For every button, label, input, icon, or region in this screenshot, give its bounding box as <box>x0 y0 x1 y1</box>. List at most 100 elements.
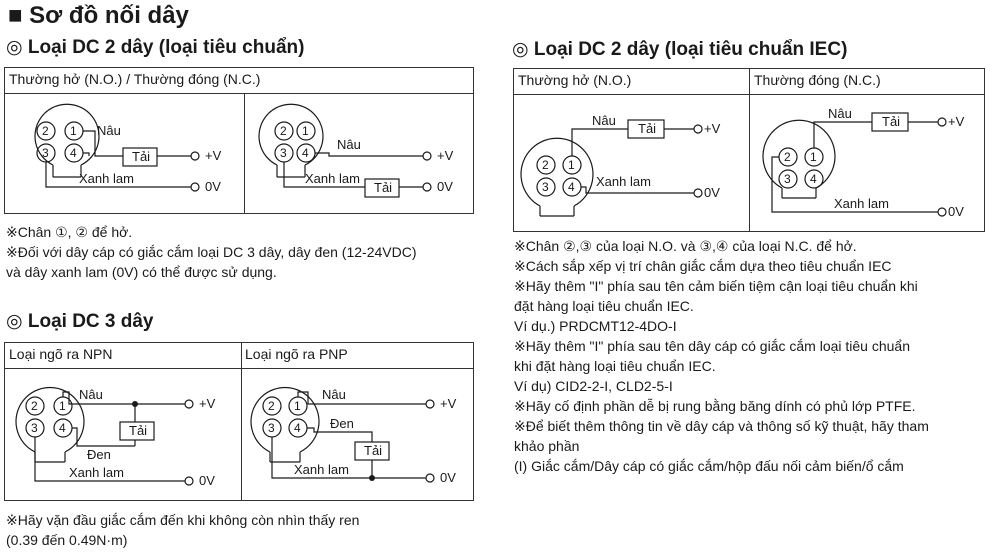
terminal <box>190 182 200 192</box>
pin-label: 1 <box>70 124 77 138</box>
table-header <box>5 68 473 94</box>
terminal <box>937 117 947 127</box>
terminal <box>422 182 432 192</box>
wire-label-brown: Nâu <box>592 113 616 128</box>
pin-label: 4 <box>59 421 66 435</box>
terminal-label-0v: 0V <box>948 204 964 219</box>
pin-circle <box>25 396 45 416</box>
wire-brown <box>297 391 426 405</box>
diagram-dc2-iec: Thường hở (N.O.) Thường đóng (N.C.) 2 1 … <box>513 68 985 232</box>
wire-brown <box>83 130 123 157</box>
pin-label: 2 <box>542 158 549 172</box>
pin-circle <box>274 121 294 141</box>
note-line: (I) Giắc cắm/Dây cáp có giắc cắm/hộp đấu… <box>514 458 904 474</box>
note-line: ※Hãy cố định phần dễ bị rung bằng băng d… <box>514 398 916 414</box>
load-label: Tải <box>882 114 900 129</box>
wire-label-brown: Nâu <box>828 106 852 121</box>
wire-blue <box>283 162 365 188</box>
terminal-label-0v: 0V <box>437 179 453 194</box>
header-no: Thường hở (N.O.) <box>518 72 632 88</box>
note-line: Ví dụ.) PRDCMT12-4DO-I <box>514 318 677 334</box>
load-label: Tải <box>132 149 150 164</box>
wire-label-blue: Xanh lam <box>69 465 124 480</box>
page-title: ■ Sơ đồ nối dây <box>8 2 189 29</box>
terminal-label-0v: 0V <box>440 470 456 485</box>
note-line: ※Chân ①, ② để hở. <box>6 224 133 240</box>
diagram-dc3: Loại ngõ ra NPN Loại ngõ ra PNP 2 1 3 4 … <box>4 342 474 501</box>
terminal <box>422 151 432 161</box>
pin-label: 2 <box>280 124 287 138</box>
divider <box>749 69 750 231</box>
connector-outline <box>520 137 594 207</box>
note-line: khi đặt hàng loại tiêu chuẩn IEC. <box>514 358 716 374</box>
terminal <box>693 188 703 198</box>
connector-outline <box>258 103 324 166</box>
terminal-label-vplus: +V <box>948 114 965 129</box>
connector-outline <box>34 103 100 166</box>
pin-label: 1 <box>294 399 301 413</box>
wiring-iec-nc: 2 1 3 4 Nâu Tải +V Xanh lam 0V <box>762 106 965 219</box>
diagram-dc2-standard: Thường hở (N.O.) / Thường đóng (N.C.) 2 … <box>4 67 474 214</box>
pin-circle <box>296 121 316 141</box>
note-line: Ví dụ) CID2-2-I, CLD2-5-I <box>514 378 673 394</box>
note-line: khảo phần <box>514 438 580 454</box>
pin-label: 4 <box>294 421 301 435</box>
pin-label: 3 <box>268 421 275 435</box>
wire-label-brown: Nâu <box>322 387 346 402</box>
terminal <box>425 473 435 483</box>
pin-label: 2 <box>31 399 38 413</box>
pin-circle <box>778 169 798 189</box>
pin-label: 4 <box>70 146 77 160</box>
connector-outline <box>15 386 85 453</box>
pin-label: 2 <box>268 399 275 413</box>
wire-blue <box>581 186 694 194</box>
load-label: Tải <box>364 443 382 458</box>
wiring-iec-no: 2 1 3 4 Nâu Tải +V Xanh lam 0V <box>520 113 721 217</box>
note-line: và dây xanh lam (0V) có thể được sử dụng… <box>6 264 277 280</box>
note-line: ※Hãy vặn đầu giắc cắm đến khi không còn … <box>6 512 360 528</box>
wiring-dc2-no: 2 1 3 4 Nâu Tải +V Xanh lam 0V <box>34 103 222 194</box>
load-box <box>364 178 400 198</box>
wiring-dc2-nc: 2 1 3 4 Nâu +V Xanh lam Tải 0V <box>258 103 454 198</box>
terminal-label-vplus: +V <box>199 396 216 411</box>
pin-label: 1 <box>568 158 575 172</box>
note-line: ※Cách sắp xếp vị trí chân giắc cắm dựa t… <box>514 258 892 274</box>
terminal <box>184 476 194 486</box>
load-box <box>119 421 155 441</box>
note-line: ※Hãy thêm "I" phía sau tên cảm biến tiệm… <box>514 278 918 294</box>
pin-label: 1 <box>59 399 66 413</box>
pin-label: 3 <box>280 146 287 160</box>
wire-brown <box>62 391 185 405</box>
header-pnp: Loại ngõ ra PNP <box>245 346 348 362</box>
pin-label: 4 <box>810 172 817 186</box>
pin-circle <box>804 169 824 189</box>
pin-circle <box>536 177 556 197</box>
load-label: Tải <box>374 180 392 195</box>
connector-outline <box>762 119 836 189</box>
terminal <box>937 207 947 217</box>
wire-blue <box>34 437 185 482</box>
pin-label: 4 <box>568 180 575 194</box>
note-line: ※Đối với dây cáp có giắc cắm loại DC 3 d… <box>6 244 417 260</box>
connector-outline <box>250 386 320 453</box>
wire-label-brown: Nâu <box>337 137 361 152</box>
pin-label: 1 <box>302 124 309 138</box>
wiring-dc3-pnp: 2 1 3 4 Nâu +V Đen Tải Xanh lam 0V <box>250 386 457 485</box>
note-line: (0.39 đến 0.49N·m) <box>6 532 128 548</box>
header-nc: Thường đóng (N.C.) <box>754 72 881 88</box>
terminal-label-vplus: +V <box>440 396 457 411</box>
wire-blue <box>45 162 191 188</box>
wiring-dc3-npn: 2 1 3 4 Nâu +V Tải Đen Xanh lam 0V <box>15 386 216 488</box>
wire-blue <box>771 156 938 213</box>
divider <box>241 343 242 500</box>
load-label: Tải <box>129 423 147 438</box>
terminal-label-0v: 0V <box>205 179 221 194</box>
terminal-label-vplus: +V <box>704 121 721 136</box>
notes-dc2-iec: ※Chân ②,③ của loại N.O. và ③,④ của loại … <box>514 236 929 476</box>
note-line: ※Chân ②,③ của loại N.O. và ③,④ của loại … <box>514 238 857 254</box>
note-line: ※Hãy thêm "I" phía sau tên dây cáp có gi… <box>514 338 910 354</box>
terminal <box>693 124 703 134</box>
pin-label: 2 <box>784 150 791 164</box>
notes-dc3: ※Hãy vặn đầu giắc cắm đến khi không còn … <box>6 510 359 550</box>
wire-label-blue: Xanh lam <box>596 174 651 189</box>
